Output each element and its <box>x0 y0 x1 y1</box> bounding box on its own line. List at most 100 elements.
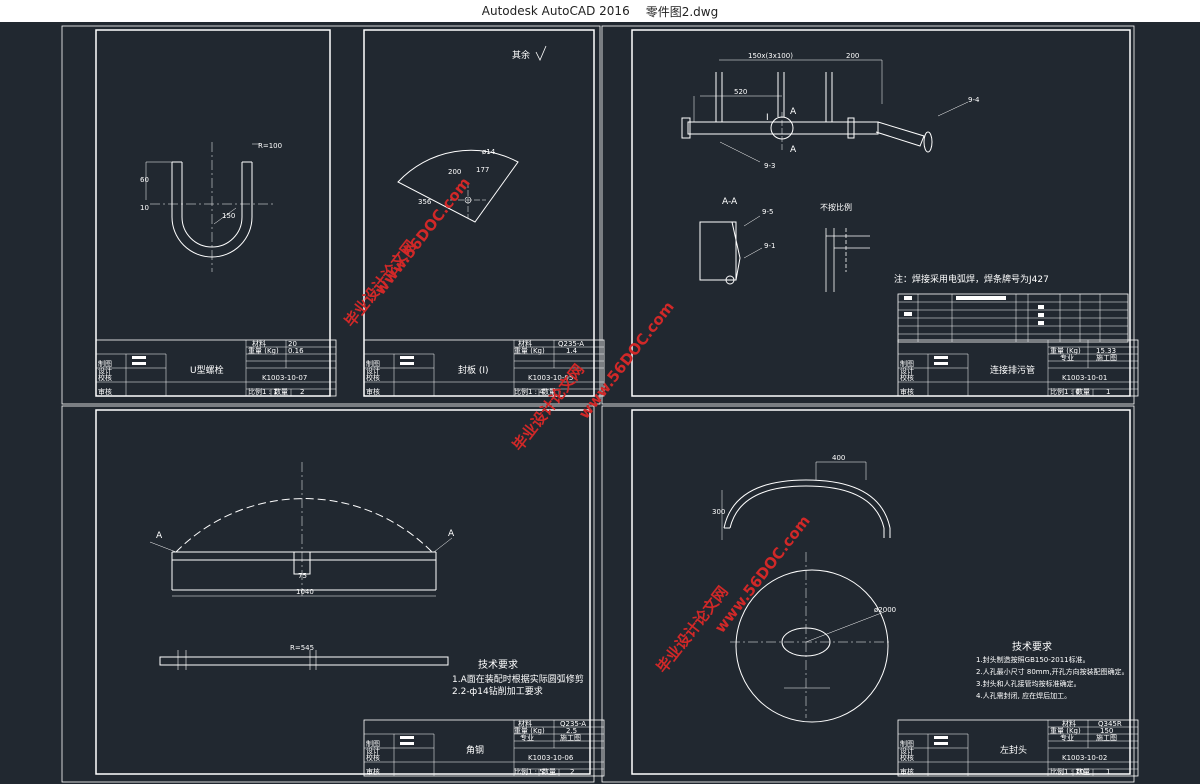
title-block-u-bolt: 制图 设计 校核 审核 材料 20 重量 (Kg) 0.16 U型螺栓 K100… <box>95 339 337 397</box>
svg-text:审核: 审核 <box>366 767 380 776</box>
pipe-dim-mid: 520 <box>734 88 747 96</box>
svg-text:材料: 材料 <box>252 339 266 348</box>
angle-req-1: 1.A面在装配时根据实际圆弧修剪 <box>452 673 584 685</box>
svg-text:校核: 校核 <box>900 373 914 382</box>
svg-text:专业: 专业 <box>520 733 534 742</box>
svg-text:审核: 审核 <box>900 767 914 776</box>
pipe-bom-table <box>897 293 1129 343</box>
svg-text:1 : 4: 1 : 4 <box>528 388 544 396</box>
svg-text:审核: 审核 <box>98 387 112 396</box>
pipe-dim-top: 150x(3x100) <box>748 52 793 60</box>
head-dim-400: 400 <box>832 454 845 462</box>
angle-req-2: 2.2-ф14钻削加工要求 <box>452 685 543 697</box>
svg-text:比例: 比例 <box>514 767 528 776</box>
u-bolt-dim-150: 150 <box>222 212 235 220</box>
head-dim-300: 300 <box>712 508 725 516</box>
svg-text:数量: 数量 <box>274 387 288 396</box>
sheet-borders <box>61 25 1135 783</box>
drawing-canvas[interactable]: R=100 10 60 150 177 200 356 ø14 其余 <box>0 22 1200 784</box>
svg-text:材料: 材料 <box>518 339 532 348</box>
head-dim-dia: ø2000 <box>874 606 896 614</box>
angle-title: 角钢 <box>466 744 484 756</box>
svg-text:设计: 设计 <box>366 366 380 375</box>
svg-text:制图: 制图 <box>900 739 914 748</box>
svg-text:设计: 设计 <box>366 746 380 755</box>
svg-text:数量: 数量 <box>542 387 556 396</box>
svg-text:审核: 审核 <box>900 387 914 396</box>
angle-dim-r: R=545 <box>290 644 314 652</box>
watermark-url-3: www.56DOC.com <box>711 512 814 636</box>
svg-text:Q345R: Q345R <box>1098 720 1122 728</box>
svg-text:施工图: 施工图 <box>1096 353 1117 362</box>
svg-text:专业: 专业 <box>1060 353 1074 362</box>
seal-plate-dim-hole: ø14 <box>482 148 496 156</box>
angle-steel-drawing[interactable]: A A 1040 75 R=545 技术要求 1.A面在装配时根据实际圆弧修剪 … <box>149 462 584 697</box>
left-head-drawing[interactable]: 400 300 ø2000 技术要求 1.封头制造按照GB150-2011标准。… <box>712 454 1129 723</box>
seal-plate-drawing[interactable]: 177 200 356 ø14 其余 <box>397 45 547 223</box>
svg-text:比例: 比例 <box>248 387 262 396</box>
svg-text:设计: 设计 <box>900 366 914 375</box>
drawing-svg[interactable]: R=100 10 60 150 177 200 356 ø14 其余 <box>0 22 1200 784</box>
head-req-title: 技术要求 <box>1012 640 1052 653</box>
pipe-title: 连接排污管 <box>990 364 1035 376</box>
pipe-section-mark-a2: A <box>790 145 797 155</box>
svg-text:制图: 制图 <box>98 359 112 368</box>
svg-text:1.4: 1.4 <box>566 347 578 355</box>
u-bolt-title: U型螺栓 <box>190 364 224 376</box>
discharge-pipe-drawing[interactable]: 150x(3x100) 200 520 A A I 9-4 9-3 A-A 9-… <box>681 52 1129 343</box>
pipe-section-mark-a1: A <box>790 107 797 117</box>
svg-text:0.16: 0.16 <box>288 347 304 355</box>
svg-text:制图: 制图 <box>366 359 380 368</box>
svg-text:数量: 数量 <box>542 767 556 776</box>
svg-text:150: 150 <box>1100 727 1113 735</box>
pipe-code: K1003-10-01 <box>1062 374 1107 382</box>
angle-mark-a-left: A <box>156 531 163 541</box>
seal-plate-title: 封板 (I) <box>458 364 489 376</box>
svg-text:材料: 材料 <box>1062 719 1076 728</box>
svg-text:比例: 比例 <box>514 387 528 396</box>
seal-plate-dim-177: 177 <box>476 166 489 174</box>
head-title: 左封头 <box>1000 744 1027 756</box>
svg-text:Q235-A: Q235-A <box>560 720 586 728</box>
svg-text:重量 (Kg): 重量 (Kg) <box>1050 347 1081 355</box>
pipe-detail-mark: I <box>766 113 769 123</box>
angle-req-title: 技术要求 <box>478 658 518 671</box>
watermarks: 毕业设计论文网 www.56DOC.com 毕业设计论文网 www.56DOC.… <box>341 174 814 676</box>
svg-text:15.33: 15.33 <box>1096 347 1116 355</box>
svg-text:施工图: 施工图 <box>1096 733 1117 742</box>
svg-text:重量 (Kg): 重量 (Kg) <box>248 347 279 355</box>
angle-code: K1003-10-06 <box>528 754 574 762</box>
seal-plate-dim-200: 200 <box>448 168 461 176</box>
svg-text:设计: 设计 <box>900 746 914 755</box>
svg-text:1 : 5: 1 : 5 <box>528 768 544 776</box>
svg-text:校核: 校核 <box>900 753 914 762</box>
u-bolt-drawing[interactable]: R=100 10 60 150 <box>140 142 282 272</box>
title-block-seal-plate: 制图 设计 校核 审核 材料 Q235-A 重量 (Kg) 1.4 封板 (I)… <box>363 339 605 397</box>
svg-text:制图: 制图 <box>900 359 914 368</box>
svg-text:1 : 6: 1 : 6 <box>1064 388 1080 396</box>
svg-text:比例: 比例 <box>1050 767 1064 776</box>
svg-text:专业: 专业 <box>1060 733 1074 742</box>
seal-plate-code: K1003-10-05 <box>528 374 573 382</box>
svg-text:1 : 1: 1 : 1 <box>262 388 278 396</box>
seal-plate-roughness-note: 其余 <box>512 49 530 61</box>
svg-text:2: 2 <box>570 768 574 776</box>
svg-text:1 : 10: 1 : 10 <box>1064 768 1084 776</box>
angle-mark-a-right: A <box>448 529 455 539</box>
svg-text:材料: 材料 <box>518 719 532 728</box>
svg-text:数量: 数量 <box>1076 387 1090 396</box>
svg-text:校核: 校核 <box>366 373 380 382</box>
pipe-callout-9-3: 9-3 <box>764 162 775 170</box>
svg-text:20: 20 <box>288 340 297 348</box>
title-block-left-head: 制图 设计 校核 审核 材料 Q345R 重量 (Kg) 150 专业 施工图 … <box>897 719 1139 777</box>
svg-text:2: 2 <box>300 388 304 396</box>
svg-text:审核: 审核 <box>366 387 380 396</box>
svg-text:1: 1 <box>1106 768 1110 776</box>
head-code: K1003-10-02 <box>1062 754 1107 762</box>
u-bolt-code: K1003-10-07 <box>262 374 307 382</box>
title-block-discharge-pipe: 制图 设计 校核 审核 重量 (Kg) 15.33 专业 施工图 连接排污管 K… <box>897 339 1139 397</box>
seal-plate-dim-356: 356 <box>418 198 432 206</box>
head-req-2: 2.人孔最小尺寸 80mm,开孔方向按装配图确定。 <box>976 667 1129 676</box>
svg-text:2.5: 2.5 <box>566 727 577 735</box>
svg-text:重量 (Kg): 重量 (Kg) <box>514 727 545 735</box>
